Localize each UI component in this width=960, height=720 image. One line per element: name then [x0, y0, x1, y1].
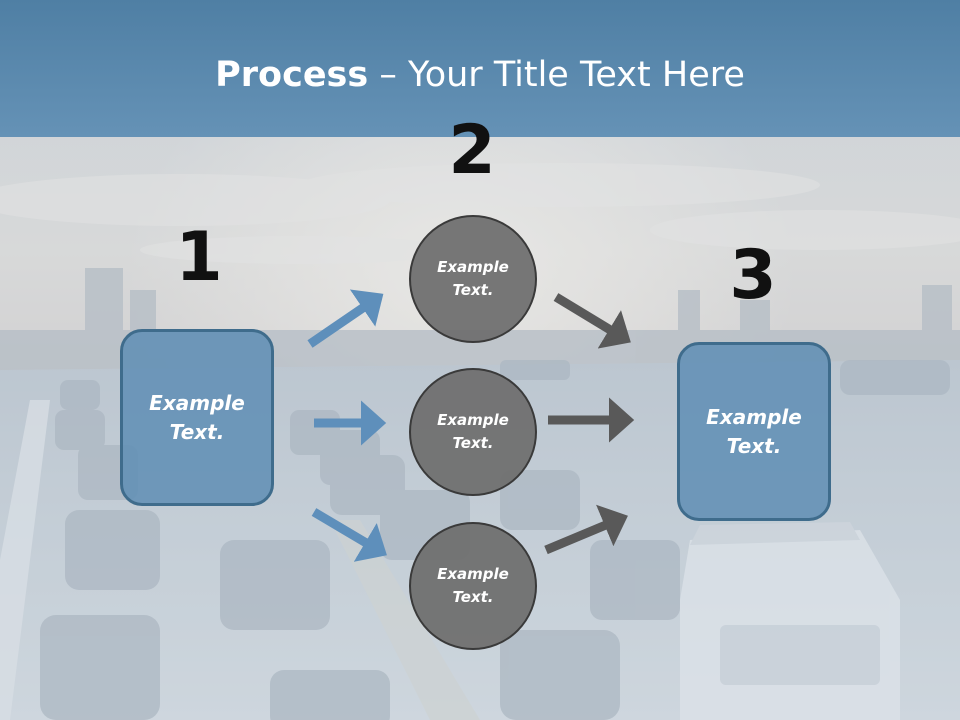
- step1-box: Example Text.: [120, 329, 274, 506]
- step2-circle-bottom: Example Text.: [409, 522, 537, 650]
- step-number-3: 3: [729, 236, 777, 315]
- step2-circle-middle: Example Text.: [409, 368, 537, 496]
- title-bold-part: Process: [215, 55, 369, 95]
- circle-top-text: Example Text.: [437, 258, 509, 299]
- slide-title: Process – Your Title Text Here: [0, 52, 960, 98]
- title-banner: Process – Your Title Text Here: [0, 0, 960, 137]
- step3-box-text: Example Text.: [706, 404, 802, 458]
- step1-box-text: Example Text.: [149, 390, 245, 444]
- step3-box: Example Text.: [677, 342, 831, 521]
- step2-circle-top: Example Text.: [409, 215, 537, 343]
- arrow-step1-to-circle-bottom: [311, 508, 387, 562]
- circle-bottom-text: Example Text.: [437, 565, 509, 606]
- title-text: Your Title Text Here: [407, 55, 745, 95]
- arrow-step1-to-circle-top: [307, 289, 384, 348]
- step-number-2: 2: [448, 111, 496, 190]
- circle-middle-text: Example Text.: [437, 411, 509, 452]
- step-number-1: 1: [175, 218, 223, 297]
- arrow-circle-bottom-to-step3: [544, 504, 628, 555]
- arrow-circle-top-to-step3: [553, 293, 631, 349]
- title-separator: –: [368, 55, 408, 95]
